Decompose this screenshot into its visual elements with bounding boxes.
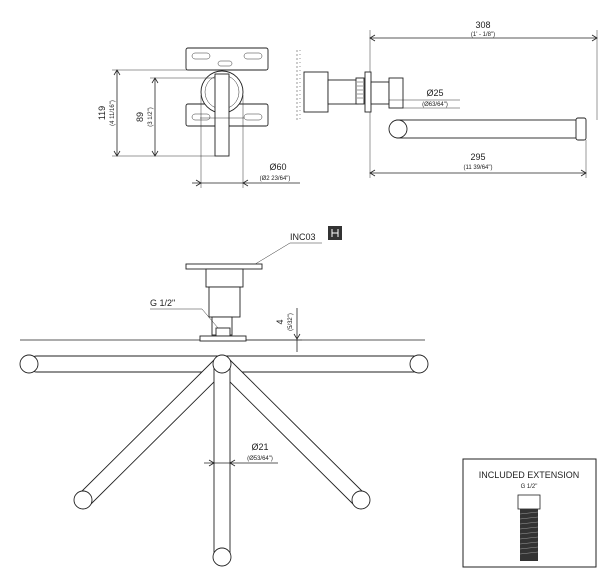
valve-body [303,71,329,113]
front-view: 119 (4 11/16") 89 (3 1/2") Ø60 (Ø2 23/64… [97,47,300,188]
finish-swatch-icon [328,226,342,240]
dim-length-spout: 295 [470,152,485,162]
spout-pipe [396,119,583,139]
dim-height-center: 89 [135,112,145,122]
dim-length-overall: 308 [475,20,490,30]
dim-height-overall: 119 [97,106,107,120]
dim-length-overall-imperial: (1' - 1/8") [471,32,495,38]
extension-icon [517,494,541,561]
upper-mounting-bracket [185,47,269,71]
thread-connector [355,77,365,105]
extension-thread: G 1/2" [521,484,538,490]
dim-offset: 4 [275,319,285,324]
lever-handle [214,73,230,157]
thread-label: G 1/2" [150,298,175,308]
finish-code-label: INC03 [290,232,316,242]
handle-head [185,263,263,270]
dim-height-center-imperial: (3 1/2") [148,107,154,126]
dim-diameter-plate: Ø60 [269,162,286,172]
dim-diameter-spout-imperial: (Ø53/64") [247,456,273,462]
side-view: 308 (1' - 1/8") Ø25 (Ø63/64") 295 (11 39… [296,20,598,178]
dim-diameter-plate-imperial: (Ø2 23/64") [260,176,291,182]
extension-title: INCLUDED EXTENSION [479,470,580,480]
dim-length-spout-imperial: (11 39/64") [463,165,492,171]
dim-offset-imperial: (5/32") [288,313,294,331]
dim-diameter-body-imperial: (Ø63/64") [422,102,448,108]
dim-diameter-body: Ø25 [426,88,443,98]
dim-height-overall-imperial: (4 11/16") [110,100,116,126]
top-view: INC03 G 1/2" 4 (5/32") [19,226,429,567]
spout-rotation-range [19,354,429,567]
included-extension-box: INCLUDED EXTENSION G 1/2" [462,458,597,568]
dim-diameter-spout: Ø21 [251,442,268,452]
